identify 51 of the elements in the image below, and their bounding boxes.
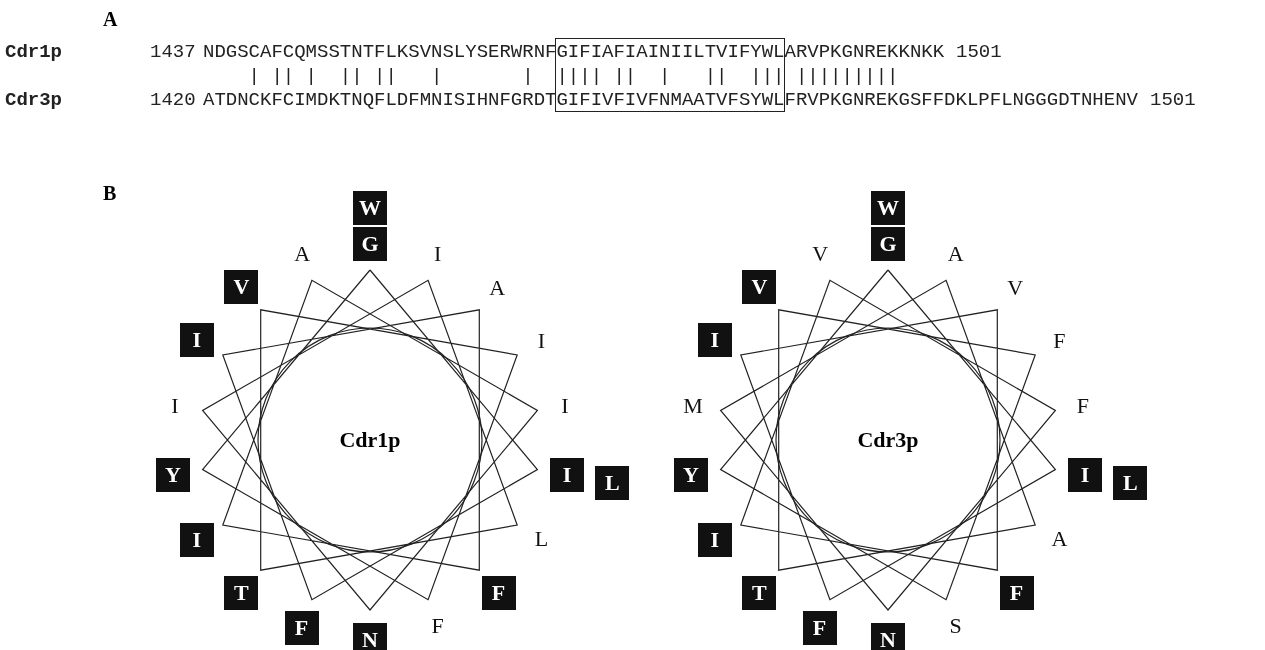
highlighted-residue: I [1067,457,1102,492]
highlighted-residue: L [1113,465,1148,500]
highlighted-residue: F [481,576,516,611]
highlighted-residue: V [224,269,259,304]
highlighted-residue: I [179,323,214,357]
highlighted-residue: Y [156,457,191,492]
residue-letter: F [1076,392,1090,419]
residue-letter: M [683,392,703,419]
residue-letter: S [949,613,962,640]
panel-label: A [103,8,118,31]
residue-letter: V [1007,275,1024,302]
residue-letter: V [812,240,829,267]
wheel-label: Cdr1p [339,427,401,453]
residue-letter: A [294,240,311,267]
residue-letter: I [537,328,546,354]
highlighted-residue: T [742,576,777,611]
residue-number: 1420 [150,88,196,112]
highlighted-residue: G [353,227,387,261]
highlighted-residue: N [871,623,905,650]
residue-number: 1437 [150,40,196,64]
residue-letter: A [489,275,506,302]
highlighted-residue: L [595,465,630,500]
residue-letter: A [1051,526,1068,552]
protein-name: Cdr1p [5,40,62,64]
highlighted-residue: F [999,576,1034,611]
panel-label: B [103,182,117,205]
highlighted-residue: I [549,457,584,492]
highlighted-residue: I [697,523,732,557]
residue-letter: F [1053,328,1066,354]
highlighted-residue: F [802,610,837,645]
residue-letter: I [171,392,179,419]
highlighted-residue: Y [674,457,709,492]
residue-letter: F [431,613,444,640]
identity-bars: | || | || || | | |||| || | || ||| ||||||||| [203,64,899,88]
highlighted-residue: T [224,576,259,611]
residue-number: 1501 [1150,88,1196,112]
highlighted-residue: I [697,323,732,357]
highlighted-residue: W [871,191,905,225]
protein-name: Cdr3p [5,88,62,112]
residue-letter: L [534,526,549,552]
residue-letter: I [561,392,569,419]
wheel-label: Cdr3p [857,427,919,453]
residue-letter: I [434,240,442,267]
highlighted-residue: F [284,610,319,645]
residue-letter: A [947,240,964,267]
highlighted-residue: V [742,269,777,304]
highlighted-residue: G [871,227,905,261]
highlighted-residue: W [353,191,387,225]
highlighted-residue: N [353,623,387,650]
highlighted-residue: I [179,523,214,557]
residue-number: 1501 [956,40,1002,64]
